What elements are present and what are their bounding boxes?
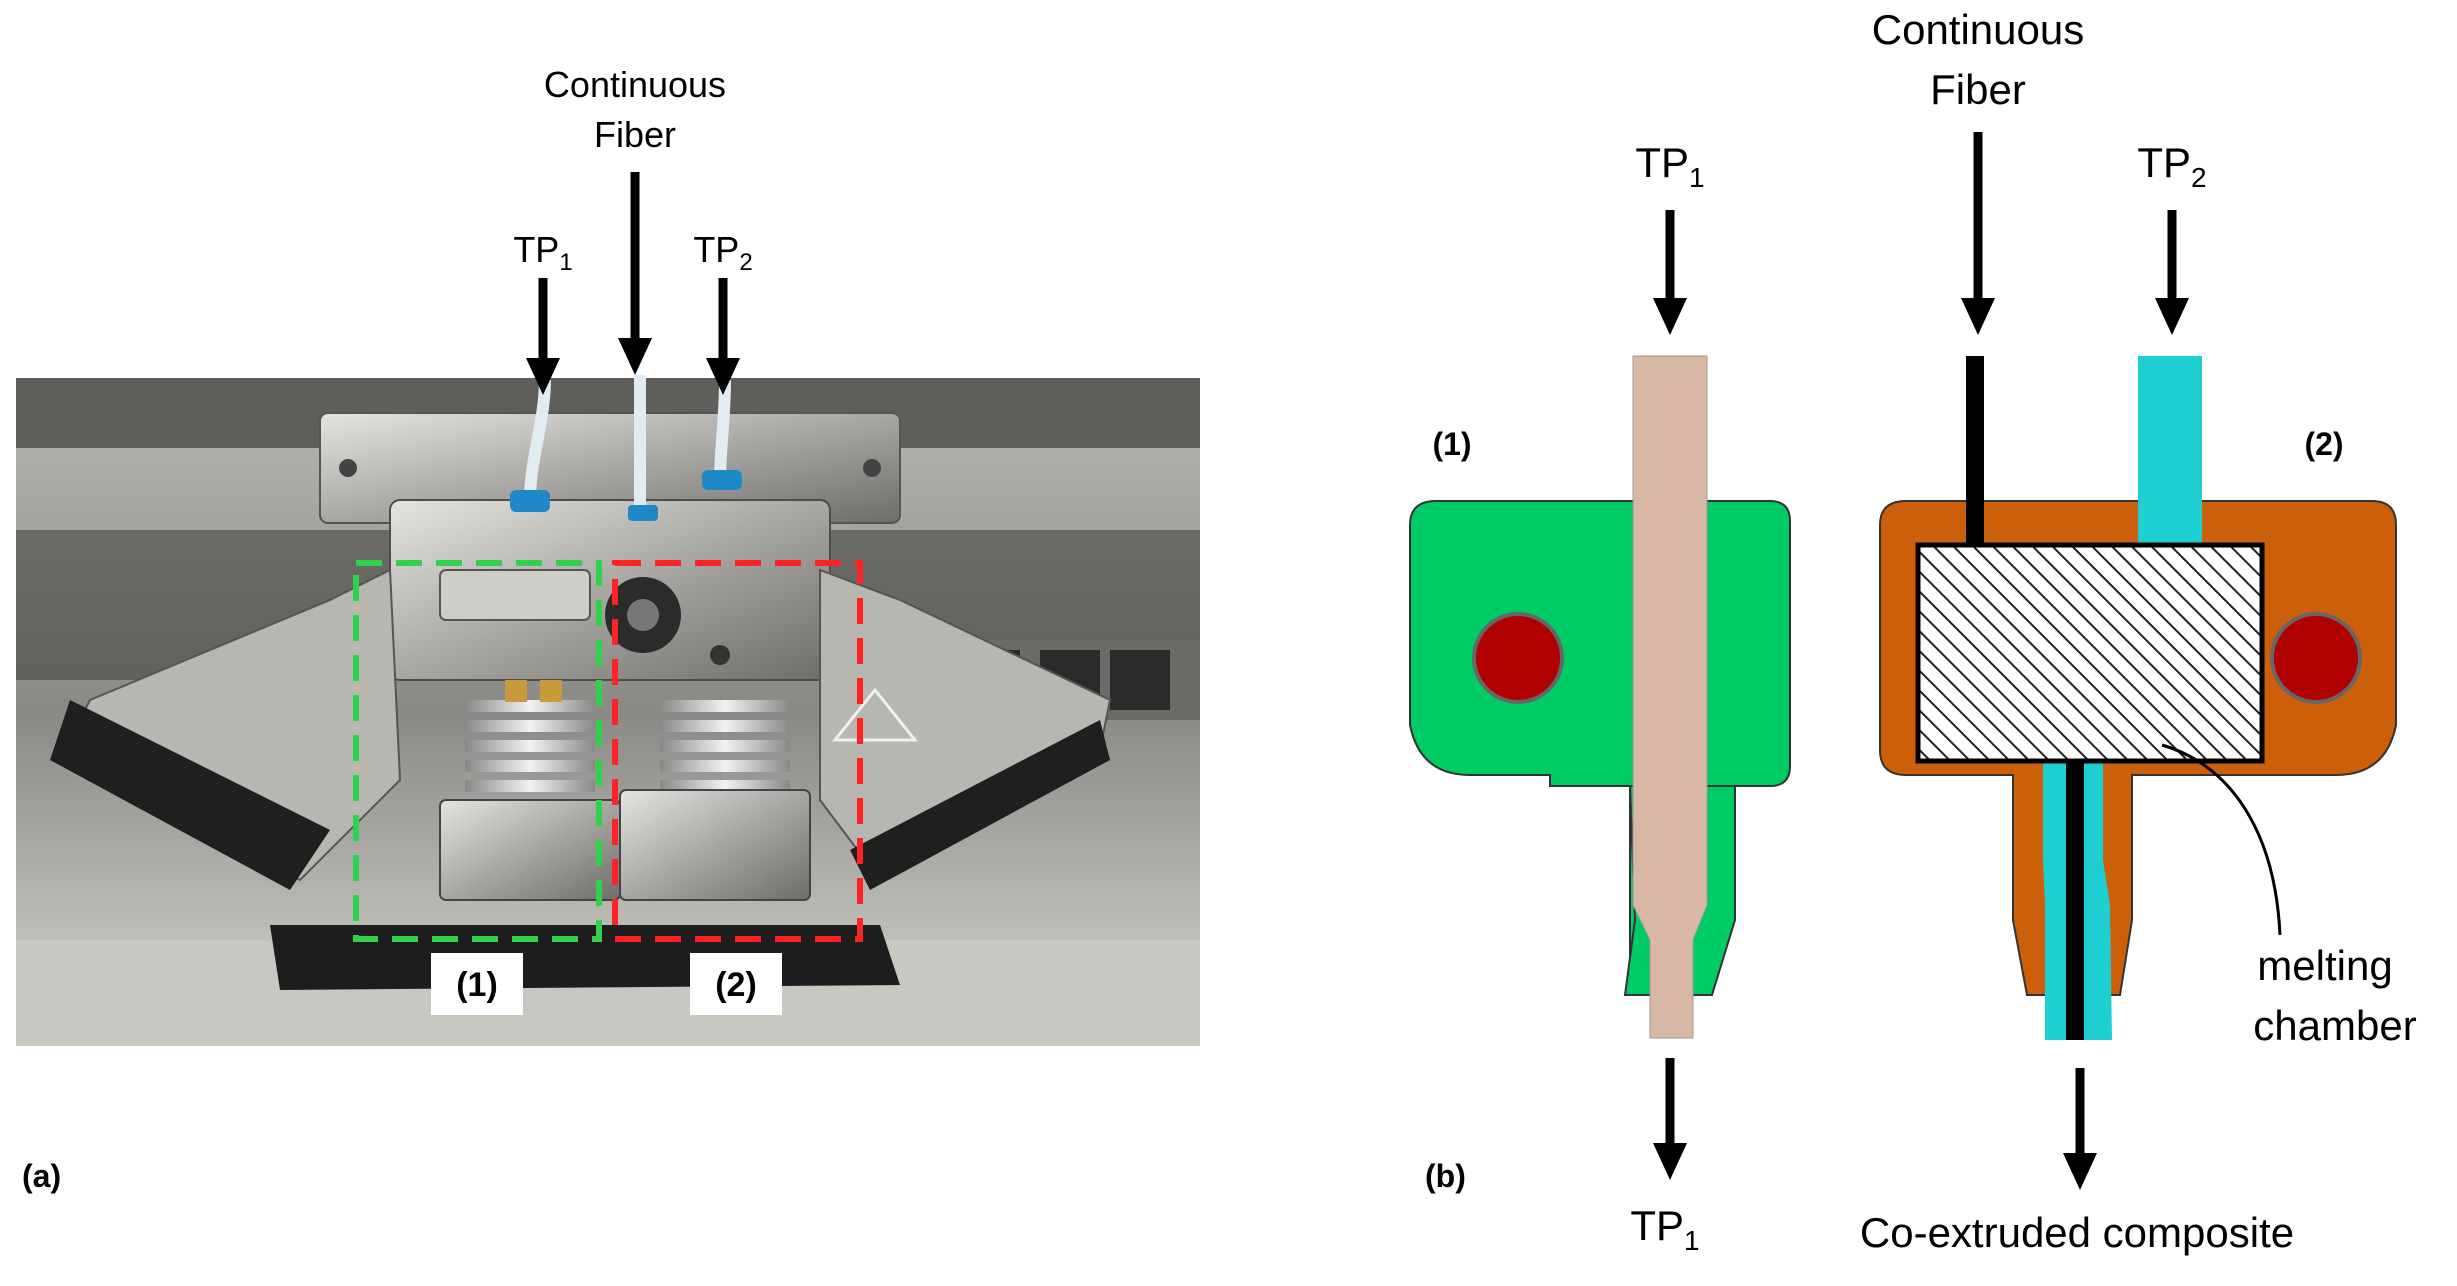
arrow-a-tp2 [706, 278, 740, 395]
nozzle-2 [1879, 356, 2397, 1040]
melting-chamber-leader [2161, 743, 2282, 936]
nozzle-2-fiber-upper [1966, 356, 1984, 546]
arrow-b-composite-out [2063, 1068, 2097, 1190]
nozzle-2-melting-chamber [1915, 542, 2265, 764]
arrow-b-tp1-in [1653, 210, 1687, 335]
box-2-dashed-outline [612, 560, 863, 942]
melting-chamber-label-line1: melting [2257, 942, 2392, 989]
box-1-label: (1) [456, 966, 498, 1004]
nozzle-2-fiber-lower [2066, 760, 2084, 1040]
box-1-dashed-outline [353, 560, 602, 942]
box-2-label: (2) [715, 966, 757, 1004]
nozzle-2-tp2-channel [2138, 356, 2202, 545]
nozzle-1-label: (1) [1432, 426, 1471, 462]
arrow-a-fiber [618, 172, 652, 375]
b-fiber-label-line2: Fiber [1930, 66, 2026, 113]
a-fiber-label-line2: Fiber [594, 114, 676, 155]
nozzle-1-filament [1632, 355, 1708, 1039]
b-composite-out-label: Co-extruded composite [1860, 1209, 2294, 1256]
panel-b-label: (b) [1425, 1158, 1466, 1194]
b-fiber-label-line1: Continuous [1872, 6, 2084, 53]
melting-chamber-label-line2: chamber [2253, 1002, 2416, 1049]
arrow-b-fiber-in [1961, 132, 1995, 335]
printhead-photo [16, 375, 1200, 1046]
heatsink-left [465, 700, 595, 792]
panel-a-label: (a) [22, 1158, 61, 1194]
nozzle-1 [1409, 355, 1791, 1039]
box-1-label-bg [431, 953, 523, 1015]
arrow-a-tp1 [526, 278, 560, 395]
arrow-b-tp2-in [2155, 210, 2189, 335]
a-tp1-label: TP1 [513, 229, 572, 276]
box-2-label-bg [690, 953, 782, 1015]
heatsink-right [660, 700, 790, 792]
a-fiber-label-line1: Continuous [544, 64, 726, 105]
arrow-b-tp1-out [1653, 1058, 1687, 1180]
nozzle-2-label: (2) [2304, 426, 2343, 462]
nozzle-2-heater [2270, 612, 2362, 704]
b-tp2-in-label: TP2 [2137, 139, 2206, 193]
a-tp2-label: TP2 [693, 229, 752, 276]
b-tp1-in-label: TP1 [1635, 139, 1704, 193]
nozzle-1-heater [1472, 612, 1564, 704]
b-tp1-out-label: TP1 [1630, 1202, 1699, 1256]
